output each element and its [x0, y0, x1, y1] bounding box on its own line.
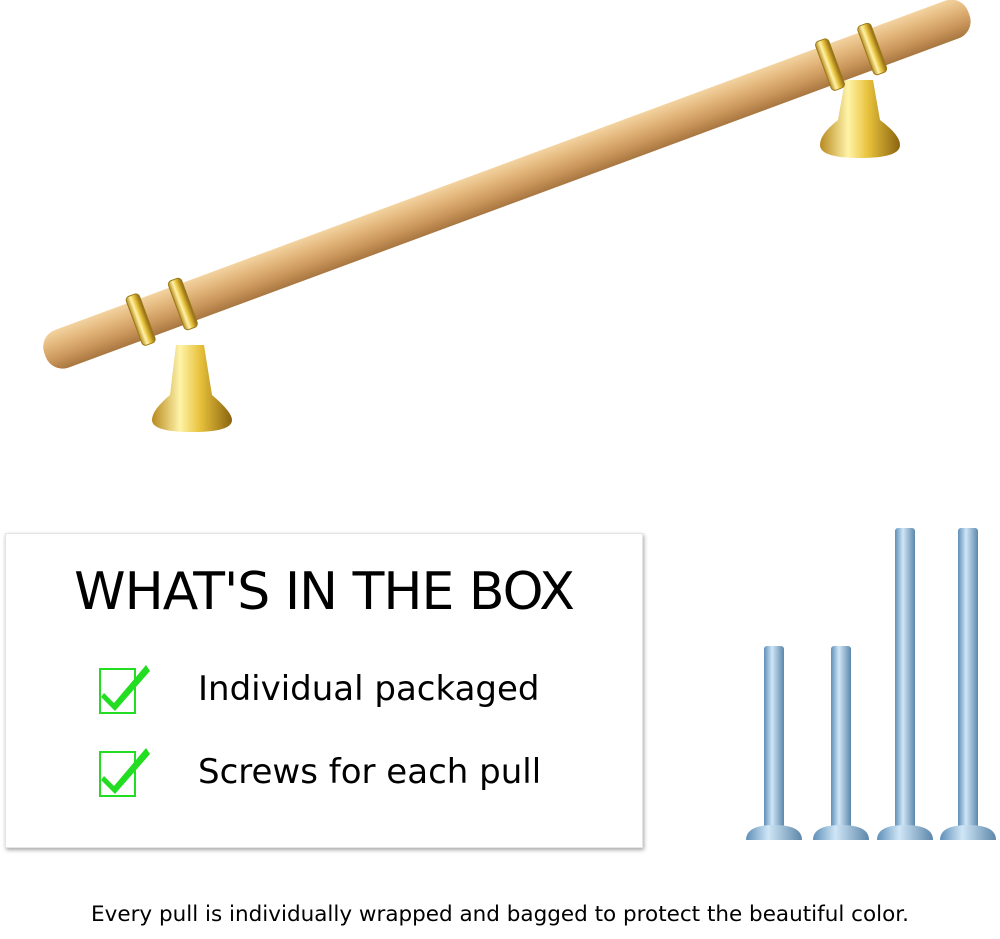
- handle-bar: [43, 0, 971, 369]
- whats-in-the-box-card: WHAT'S IN THE BOX Individual packaged Sc…: [5, 533, 643, 848]
- caption: Every pull is individually wrapped and b…: [91, 902, 909, 927]
- screw-long-2: [940, 528, 996, 840]
- screw-long-1: [877, 528, 933, 840]
- box-title: WHAT'S IN THE BOX: [74, 562, 575, 622]
- box-item-label: Individual packaged: [198, 669, 540, 709]
- handle-foot-left: [152, 345, 232, 432]
- box-item: Screws for each pull: [98, 742, 541, 802]
- handle-foot-right: [820, 80, 900, 158]
- screw-short-1: [746, 646, 802, 840]
- checkbox-checked-icon: [99, 665, 150, 714]
- screw-short-2: [813, 646, 869, 840]
- box-item-label: Screws for each pull: [198, 752, 542, 792]
- box-item: Individual packaged: [98, 659, 540, 719]
- checkbox-checked-icon: [99, 748, 150, 797]
